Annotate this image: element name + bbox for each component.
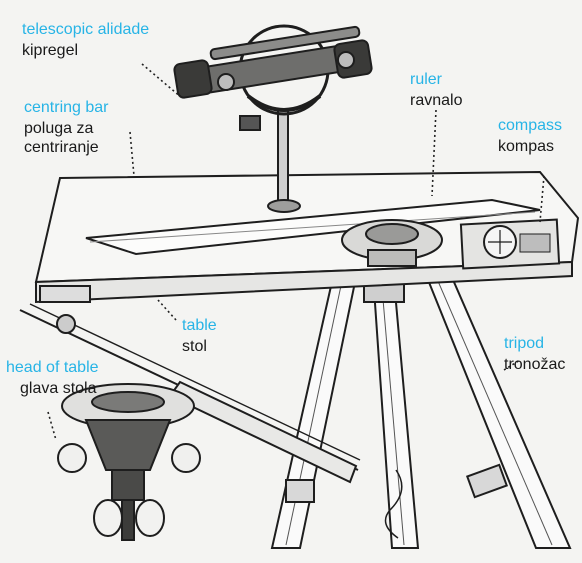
table-label-hr: stol xyxy=(182,337,207,355)
alidade-label-hr: kipregel xyxy=(22,41,79,59)
centring-bar-label-en: centring bar xyxy=(24,99,109,116)
tripod-leader xyxy=(503,359,521,371)
head-of-table-drawing xyxy=(57,383,201,541)
alidade-label: telescopic alidade kipregel xyxy=(22,21,150,60)
compass-drawing xyxy=(459,218,561,270)
head-of-table-leader xyxy=(47,411,57,441)
table-label: table stol xyxy=(182,317,217,356)
centring-bar-label-hr-2: centriranje xyxy=(24,138,99,156)
ruler-label: ruler ravnalo xyxy=(410,71,463,110)
compass-label-hr: kompas xyxy=(498,137,555,155)
tripod-drawing xyxy=(270,248,572,549)
leader-lines xyxy=(47,63,545,441)
centring-bar-label-hr-1: poluga za xyxy=(24,119,94,137)
table-leader xyxy=(157,299,177,321)
tripod-label-en: tripod xyxy=(504,336,545,352)
head-of-table-label-en: head of table xyxy=(6,359,99,376)
ruler-leader xyxy=(431,109,437,197)
alidade-drawing xyxy=(173,24,373,213)
tripod-label: tripod tronožac xyxy=(504,336,582,374)
ruler-label-hr: ravnalo xyxy=(410,91,463,109)
tripod-label-hr: tronožac xyxy=(504,355,566,373)
centring-bar-label: centring bar poluga za centriranje xyxy=(24,99,109,156)
alidade-label-en: telescopic alidade xyxy=(22,21,150,38)
head-of-table-label: head of table glava stola xyxy=(6,359,99,398)
tripod-head-drawing xyxy=(341,219,443,267)
alidade-leader xyxy=(141,63,183,99)
centring-bar-leader xyxy=(129,131,135,177)
compass-label-en: compass xyxy=(498,117,563,134)
head-of-table-label-hr: glava stola xyxy=(20,379,97,397)
compass-label: compass kompas xyxy=(498,117,563,156)
ruler-drawing xyxy=(85,198,541,256)
ruler-label-en: ruler xyxy=(410,71,443,88)
table-label-en: table xyxy=(182,317,217,334)
